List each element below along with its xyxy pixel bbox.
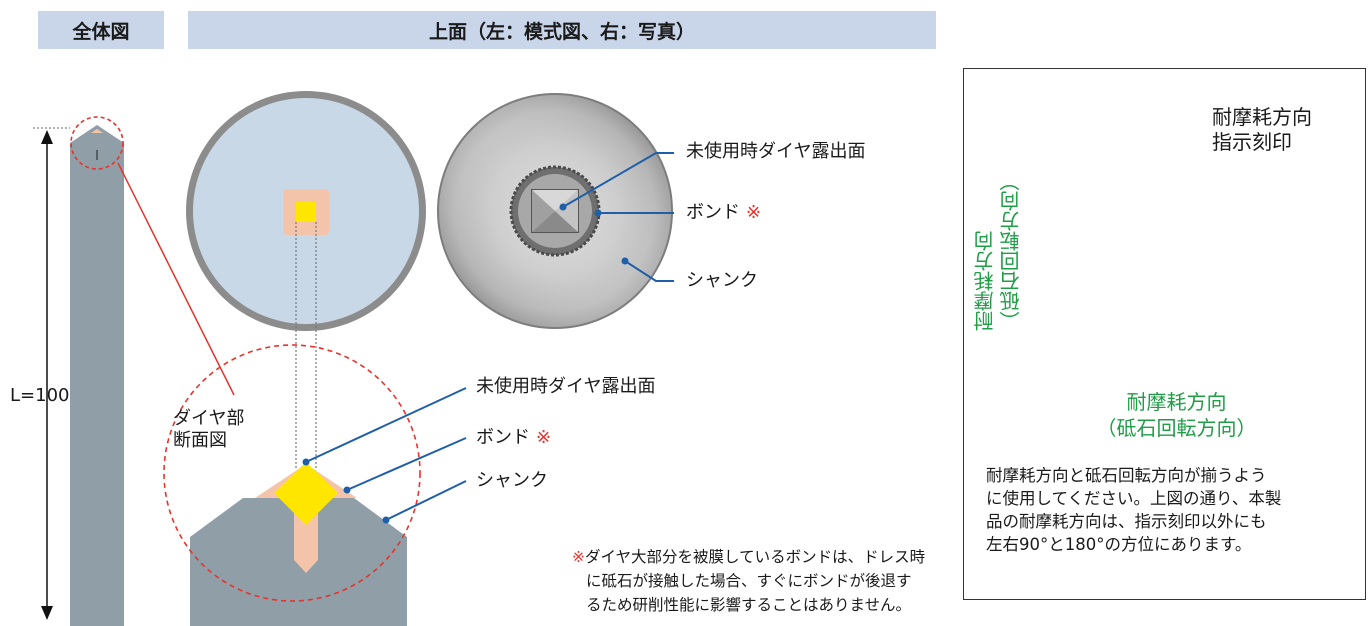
top-callout-exposed: 未使用時ダイヤ露出面 [686,141,866,162]
header-top-view-label: 上面（左：模式図、右：写真） [428,20,695,43]
tip-highlight-circle [70,116,124,170]
shank-tip-bond [91,129,103,133]
panel-text-line-4: 左右90°と180°の方位にあります。 [986,535,1252,554]
panel-text-line-2: に使用してください。上図の通り、本製 [986,489,1282,508]
shank-body [70,125,124,626]
top-view-schematic [186,91,426,468]
marker-label-line-1: 耐摩耗方向 [1212,105,1312,129]
top-view-photo [437,93,673,329]
section-callout-lines [302,387,467,524]
leader-line-to-section [117,162,235,396]
overall-shank-figure [33,116,235,626]
section-callout-bond-mark: ※ [536,427,552,448]
section-diamond [274,462,338,525]
top-callout-shank: シャンク [686,270,758,291]
section-callout-bond-text: ボンド [476,427,530,448]
section-highlight-circle [163,344,421,602]
vertical-label-line-2: （砥石回転方向） [999,171,1023,331]
section-label-line-1: ダイヤ部 [173,408,245,429]
section-callout-shank: シャンク [476,470,548,491]
horizontal-label-line-2: （砥石回転方向） [1096,416,1257,440]
horizontal-label-line-1: 耐摩耗方向 [1126,390,1227,414]
direction-panel: 耐摩耗方向 指示刻印 耐摩耗方向（砥石回転方向） 耐摩耗方向 （砥石回転方向） … [963,68,1366,600]
marker-label-line-2: 指示刻印 [1212,130,1292,154]
arrow-up-icon [41,130,53,144]
header-overall: 全体図 [38,11,164,49]
horizontal-direction-label: 耐摩耗方向 （砥石回転方向） [1059,389,1294,441]
note-line-1: ※ダイヤ大部分を被膜しているボンドは、ドレス時 [572,545,932,569]
note-mark: ※ [572,548,585,566]
section-callout-exposed: 未使用時ダイヤ露出面 [476,376,656,397]
marker-label: 耐摩耗方向 指示刻印 [1212,105,1312,155]
header-overall-label: 全体図 [72,20,130,43]
top-callout-bond: ボンド ※ [686,202,761,224]
section-label: ダイヤ部 断面図 [173,408,244,452]
note-line-1-text: ダイヤ大部分を被膜しているボンドは、ドレス時 [585,548,926,566]
section-view [163,344,421,626]
panel-description: 耐摩耗方向と砥石回転方向が揃うよう に使用してください。上図の通り、本製 品の耐… [986,464,1356,556]
top-callout-lines [559,152,674,282]
header-top-view: 上面（左：模式図、右：写真） [188,11,936,49]
top-callout-bond-mark: ※ [746,202,762,223]
panel-text-line-3: 品の耐摩耗方向は、指示刻印以外にも [986,512,1267,531]
vertical-label-line-1: 耐摩耗方向 [973,231,997,331]
section-label-line-2: 断面図 [173,430,227,451]
length-label: L=100 [10,385,70,406]
top-callout-bond-text: ボンド [686,202,740,223]
diamond-square [296,202,316,222]
arrow-down-icon [41,606,53,620]
note-line-3: るため研削性能に影響することはありません。 [586,596,912,614]
panel-text-line-1: 耐摩耗方向と砥石回転方向が揃うよう [986,466,1267,485]
vertical-direction-label: 耐摩耗方向（砥石回転方向） [972,141,1024,331]
bond-note: ※ダイヤ大部分を被膜しているボンドは、ドレス時 に砥石が接触した場合、すぐにボン… [572,545,932,617]
section-callout-bond: ボンド ※ [476,427,551,449]
note-line-2: に砥石が接触した場合、すぐにボンドが後退す [586,572,912,590]
